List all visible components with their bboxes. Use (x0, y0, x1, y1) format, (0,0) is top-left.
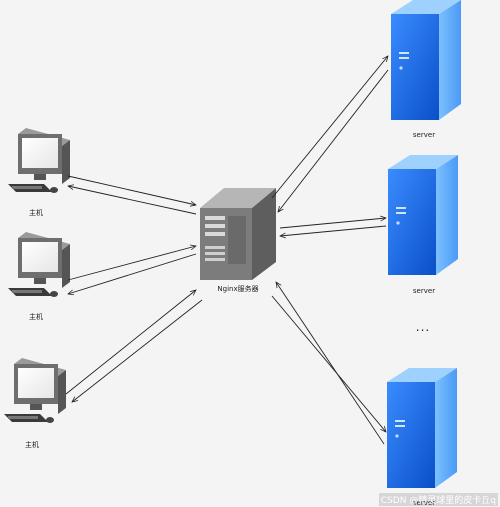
client-label: 主机 (29, 209, 43, 217)
client-node (8, 128, 70, 193)
arrow-nginx-to-client3 (72, 299, 203, 402)
server-label: server (412, 287, 436, 295)
server-node (388, 155, 458, 275)
arrow-server3-to-nginx (276, 282, 385, 445)
nginx-server-node (200, 188, 276, 280)
arrow-nginx-to-server2 (279, 218, 386, 229)
arrow-server2-to-nginx (280, 225, 387, 236)
server-label: server (412, 131, 436, 139)
arrow-client3-to-nginx (65, 290, 196, 395)
arrow-nginx-to-server1 (271, 56, 388, 199)
arrow-nginx-to-client2 (68, 253, 197, 294)
arrow-client1-to-nginx (67, 175, 196, 205)
csdn-watermark: CSDN @精灵球里的皮卡丘q (378, 493, 498, 506)
arrow-server1-to-nginx (278, 69, 389, 212)
nginx-label: Nginx服务器 (217, 285, 259, 293)
server-node (391, 0, 461, 120)
client-label: 主机 (25, 441, 39, 449)
more-servers-ellipsis: ... (415, 320, 431, 334)
server-node (387, 368, 457, 488)
client-node (8, 232, 70, 297)
arrow-nginx-to-server3 (271, 295, 386, 432)
client-node (4, 358, 66, 423)
arrow-client2-to-nginx (67, 246, 196, 281)
arrow-nginx-to-client1 (68, 186, 197, 215)
client-label: 主机 (29, 313, 43, 321)
server-label: server (412, 499, 436, 507)
